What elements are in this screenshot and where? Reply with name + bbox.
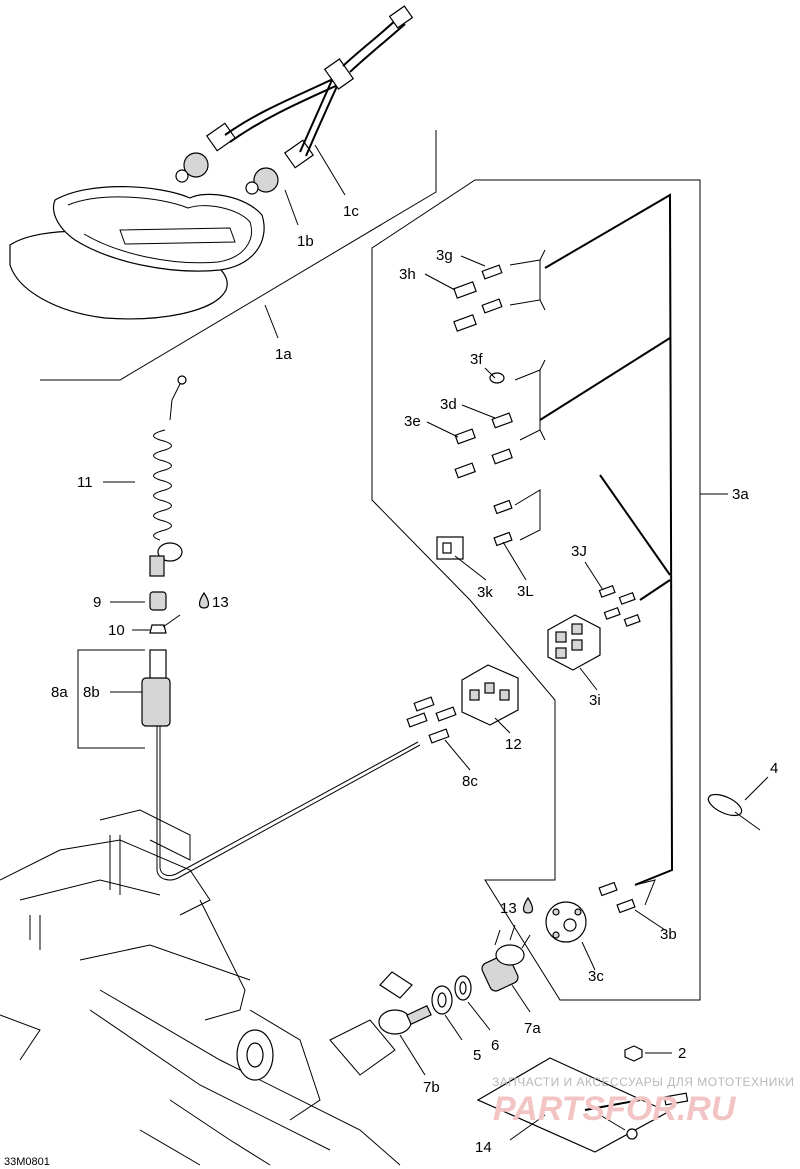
watermark-text: ЗАПЧАСТИ И АКСЕССУАРЫ ДЛЯ МОТОТЕХНИКИ — [492, 1075, 794, 1089]
callout-3c: 3c — [588, 968, 604, 985]
headlight-bulbs — [175, 122, 315, 195]
ignition-switch-7a — [481, 924, 531, 992]
callout-8a: 8a — [51, 684, 68, 701]
callout-2: 2 — [678, 1045, 686, 1062]
sealant-drop-icon — [198, 591, 210, 609]
callout-1a: 1a — [275, 346, 292, 363]
connector-12 — [461, 664, 519, 726]
connectors-8c — [406, 696, 457, 744]
headlight-harness — [224, 5, 414, 157]
kit-14 — [476, 1057, 689, 1153]
connector-block-3i — [547, 614, 601, 671]
callout-3k: 3k — [477, 584, 493, 601]
callout-3a: 3a — [732, 486, 749, 503]
callout-11: 11 — [77, 474, 93, 491]
nut-10 — [149, 624, 167, 634]
main-harness-frame — [371, 179, 701, 1001]
cap-9 — [149, 591, 167, 611]
ignition-switch-3c — [545, 901, 587, 943]
washer-6 — [454, 975, 472, 1001]
callout-14: 14 — [475, 1139, 492, 1156]
callout-7a: 7a — [524, 1020, 541, 1037]
connector-3b — [598, 879, 656, 914]
nut-5 — [431, 985, 453, 1015]
callout-3g: 3g — [436, 247, 453, 264]
watermark-logo: PARTSFOR.RU — [493, 1090, 737, 1128]
sealant-drop-icon — [522, 896, 534, 914]
key-7b — [378, 971, 432, 1035]
connector-group-lower — [436, 489, 541, 560]
callout-3l: 3L — [517, 583, 534, 600]
bracket-8a — [77, 649, 145, 749]
headlight-group-frame — [40, 130, 437, 381]
callout-5: 5 — [473, 1047, 481, 1064]
callout-9: 9 — [93, 594, 101, 611]
headlight-assembly — [9, 186, 265, 320]
callout-13-lower: 13 — [500, 900, 517, 917]
callout-7b: 7b — [423, 1079, 440, 1096]
callout-8c: 8c — [462, 773, 478, 790]
callout-1c: 1c — [343, 203, 359, 220]
callout-3b: 3b — [660, 926, 677, 943]
callout-1b: 1b — [297, 233, 314, 250]
sensor-8b — [141, 649, 421, 881]
tie-wrap-4 — [707, 793, 761, 831]
callout-3i: 3i — [589, 692, 601, 709]
nut-2 — [624, 1045, 643, 1062]
connector-3j — [598, 585, 641, 627]
callout-8b: 8b — [83, 684, 100, 701]
callout-3d: 3d — [440, 396, 457, 413]
callout-3e: 3e — [404, 413, 421, 430]
vehicle-frame — [0, 809, 401, 1166]
callout-4: 4 — [770, 760, 778, 777]
main-harness-cable — [544, 193, 674, 886]
connector-group-middle — [454, 359, 546, 479]
callout-3f: 3f — [470, 351, 483, 368]
callout-12: 12 — [505, 736, 522, 753]
callout-3j: 3J — [571, 543, 587, 560]
callout-13-upper: 13 — [212, 594, 229, 611]
callout-3h: 3h — [399, 266, 416, 283]
callout-6: 6 — [491, 1037, 499, 1054]
diagram-code: 33M0801 — [4, 1156, 50, 1168]
tether-cord — [149, 375, 187, 577]
connector-group-upper — [453, 249, 546, 332]
callout-10: 10 — [108, 622, 125, 639]
